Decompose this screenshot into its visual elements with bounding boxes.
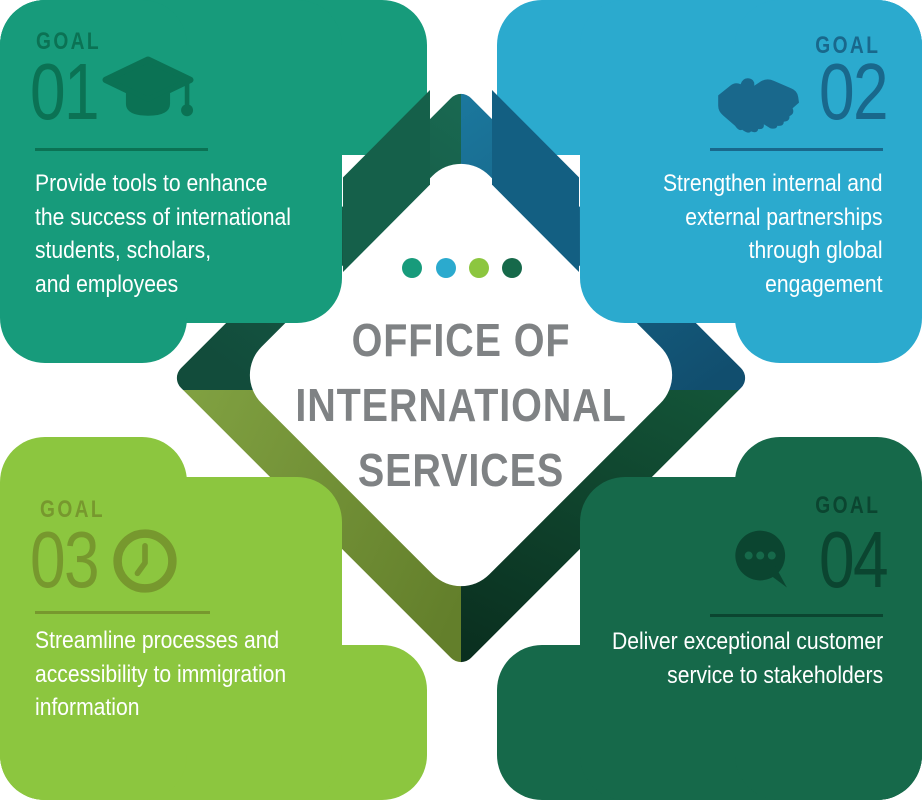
goal-text-line: external partnerships: [685, 203, 883, 231]
goal-1-number: 01: [30, 47, 100, 136]
goal-text-line: Provide tools to enhance: [35, 170, 268, 197]
goal-2-label: GOAL: [814, 32, 880, 59]
goal-3-card: [0, 437, 187, 800]
goal-text-line: engagement: [765, 270, 883, 298]
goal-text-line: Streamline processes and: [35, 627, 280, 654]
goal-text-line: Strengthen internal and: [663, 170, 883, 197]
goal-4-label: GOAL: [814, 492, 880, 519]
goal-3-label: GOAL: [40, 496, 106, 523]
clock-icon: [113, 529, 177, 593]
goal-4-text: Deliver exceptional customer service to …: [612, 625, 883, 692]
dot-lime: [469, 258, 489, 278]
page-title: OFFICE OF INTERNATIONAL SERVICES: [246, 308, 676, 503]
goal-text-line: service to stakeholders: [667, 661, 883, 689]
goal-text-line: accessibility to immigration: [35, 660, 287, 688]
goal-3-divider: [35, 611, 210, 614]
goal-2-card: [735, 0, 922, 363]
goal-2-number: 02: [819, 47, 889, 136]
chat-bubble-icon: [735, 530, 787, 588]
goal-1-text: Provide tools to enhance the success of …: [35, 167, 291, 301]
goal-1-divider: [35, 148, 208, 151]
goal-text-line: information: [35, 694, 140, 721]
goal-2-divider: [710, 148, 883, 151]
title-line: OFFICE OF: [351, 314, 571, 366]
goal-2-text: Strengthen internal and external partner…: [663, 167, 883, 301]
goal-text-line: Deliver exceptional customer: [611, 628, 883, 655]
dot-green: [502, 258, 522, 278]
goal-text-line: the success of international: [35, 203, 291, 231]
goal-4-number: 04: [819, 515, 889, 604]
title-line: INTERNATIONAL: [295, 379, 627, 431]
goal-3-number: 03: [30, 515, 100, 604]
dot-blue: [436, 258, 456, 278]
dot-teal: [402, 258, 422, 278]
title-line: SERVICES: [357, 444, 565, 496]
goal-1-label: GOAL: [36, 28, 102, 55]
goal-text-line: students, scholars,: [35, 237, 212, 264]
handshake-icon: [718, 78, 799, 133]
goal-text-line: and employees: [35, 270, 179, 298]
goal-4-divider: [710, 614, 883, 617]
goal-3-text: Streamline processes and accessibility t…: [35, 624, 286, 725]
goal-text-line: through global: [749, 237, 883, 264]
goal-4-card: [735, 437, 922, 800]
graduation-cap-icon: [102, 56, 194, 117]
